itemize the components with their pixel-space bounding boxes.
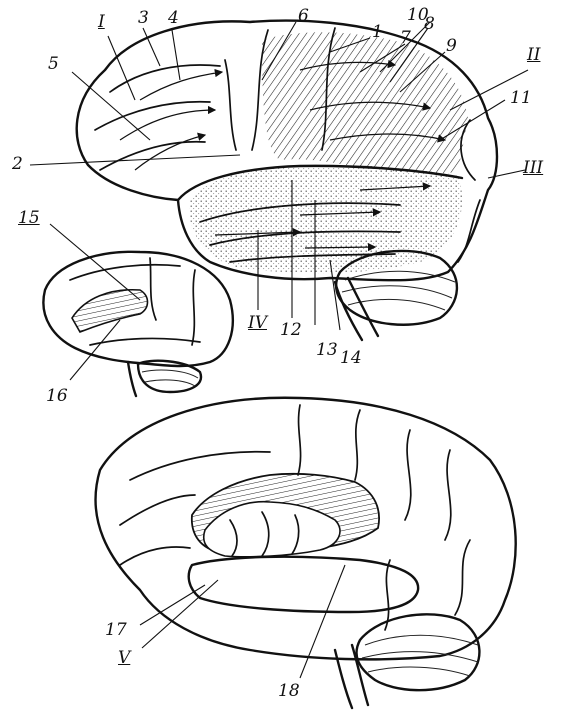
label-3: 3 xyxy=(138,8,149,28)
small-brain-outline xyxy=(42,250,234,368)
label-14: 14 xyxy=(340,348,362,368)
label-17: 17 xyxy=(105,620,127,640)
small-cerebellum xyxy=(136,359,203,394)
label-roman-5: V xyxy=(118,648,131,668)
label-roman-3: III xyxy=(523,158,544,178)
label-7: 7 xyxy=(400,28,411,48)
label-roman-4: IV xyxy=(248,313,267,333)
small-brain-dark-region xyxy=(71,288,149,334)
label-18: 18 xyxy=(278,681,300,701)
label-13: 13 xyxy=(316,340,338,360)
bottom-insula-lobes xyxy=(203,500,341,558)
bottom-brainstem xyxy=(333,643,370,710)
label-4: 4 xyxy=(168,8,179,28)
bottom-temporal-lobe xyxy=(187,555,420,614)
label-6: 6 xyxy=(298,6,309,26)
top-brain-outline xyxy=(75,19,499,282)
bottom-cerebellum xyxy=(355,613,481,692)
bottom-brain xyxy=(94,396,517,710)
label-16: 16 xyxy=(46,386,68,406)
label-5: 5 xyxy=(48,54,59,74)
leader-lines xyxy=(29,21,529,679)
stippled-temporal-area xyxy=(189,164,463,274)
label-8: 8 xyxy=(424,14,435,34)
label-roman-1: I xyxy=(98,12,105,32)
label-12: 12 xyxy=(280,320,302,340)
small-brain xyxy=(42,250,234,398)
bottom-brain-outline xyxy=(94,396,517,661)
label-1: 1 xyxy=(372,22,383,42)
label-roman-2: II xyxy=(527,45,541,65)
label-11: 11 xyxy=(510,88,532,108)
label-15: 15 xyxy=(18,208,40,228)
label-2: 2 xyxy=(12,154,23,174)
label-10: 10 xyxy=(407,5,429,25)
top-temporal-edge xyxy=(176,164,464,202)
label-9: 9 xyxy=(446,36,457,56)
top-brain xyxy=(75,19,499,342)
top-brainstem xyxy=(333,276,380,342)
